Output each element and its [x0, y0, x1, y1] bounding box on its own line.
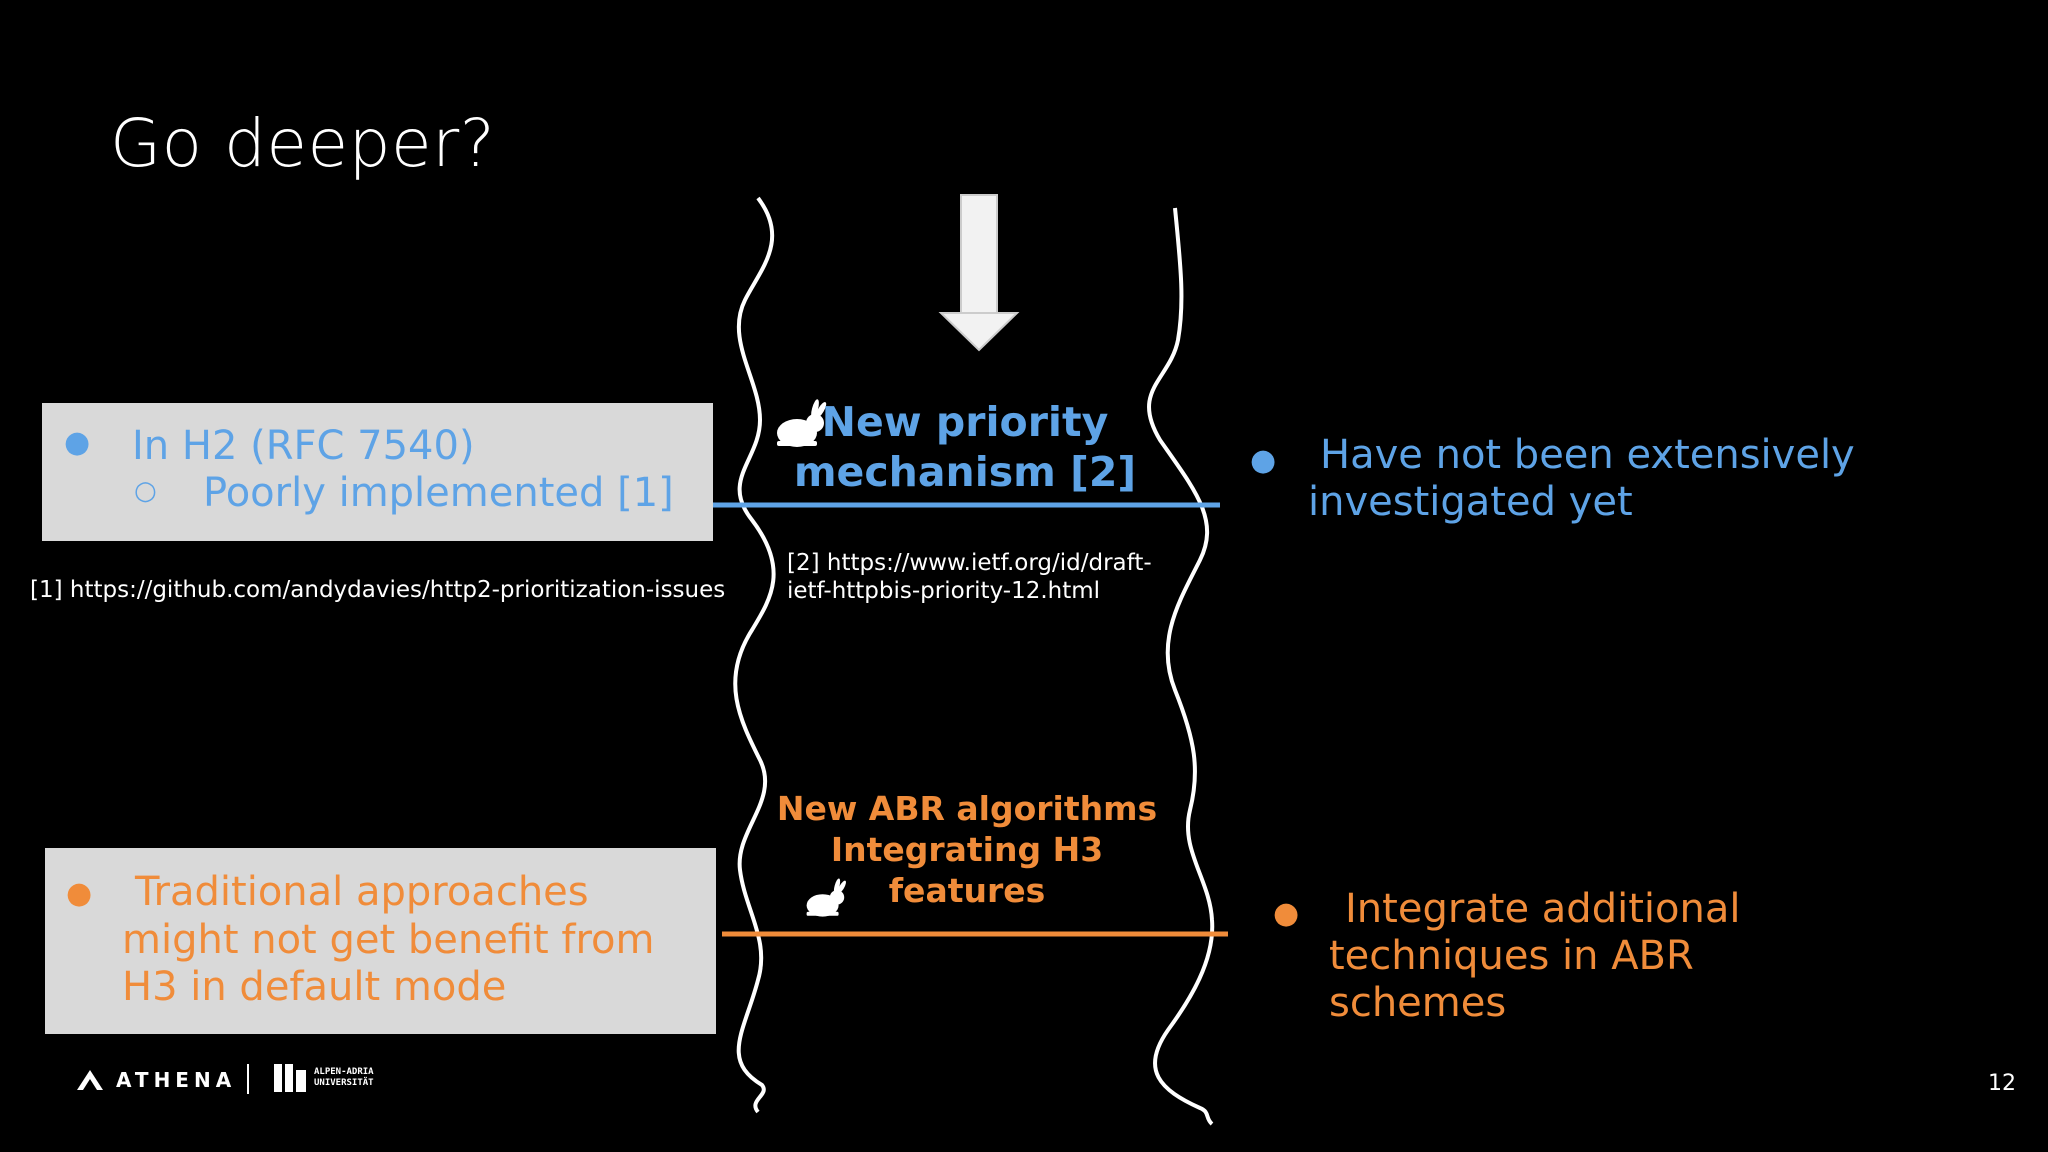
- traditional-line1: Traditional approaches: [135, 869, 589, 915]
- reference-2-line2: ietf-httpbis-priority-12.html: [787, 578, 1101, 604]
- rabbit-icon: [777, 399, 827, 447]
- bullet-dot: ●: [66, 876, 93, 911]
- integrate-line2: techniques in ABR: [1329, 933, 1694, 979]
- university-logo-line2: UNIVERSITÄT: [314, 1078, 374, 1088]
- h2-info-box: [42, 403, 713, 541]
- slide-title: Go deeper?: [110, 105, 496, 182]
- priority-heading-line1: New priority: [821, 398, 1109, 446]
- wavy-line-right: [1147, 207, 1215, 1126]
- integrate-line3: schemes: [1329, 980, 1507, 1026]
- traditional-approaches-box: [45, 848, 716, 1034]
- athena-logo: ATHENA: [76, 1068, 236, 1092]
- abr-heading-line2: Integrating H3: [830, 830, 1104, 869]
- university-logo: ALPEN-ADRIA UNIVERSITÄT: [274, 1062, 374, 1094]
- wavy-line-left: [733, 196, 776, 1114]
- abr-heading-line3: features: [888, 871, 1046, 910]
- reference-2-line1: [2] https://www.ietf.org/id/draft-: [787, 550, 1152, 576]
- athena-logo-icon: [77, 1070, 103, 1090]
- not-investigated-line2: investigated yet: [1308, 479, 1633, 525]
- sub-bullet: ○: [134, 476, 157, 506]
- traditional-line3: H3 in default mode: [122, 964, 507, 1010]
- not-investigated-line1: Have not been extensively: [1320, 432, 1855, 478]
- priority-heading-line2: mechanism [2]: [793, 448, 1137, 496]
- down-arrow-icon: [938, 194, 1020, 352]
- university-logo-line1: ALPEN-ADRIA: [314, 1067, 374, 1077]
- integrate-line1: Integrate additional: [1345, 886, 1741, 932]
- abr-heading-line1: New ABR algorithms: [776, 789, 1158, 828]
- h2-line: In H2 (RFC 7540): [132, 423, 475, 469]
- bullet-dot: ●: [1250, 443, 1277, 478]
- traditional-line2: might not get benefit from: [122, 917, 655, 963]
- bullet-dot: ●: [64, 425, 91, 460]
- poorly-implemented-line: Poorly implemented [1]: [203, 470, 674, 516]
- athena-logo-text: ATHENA: [116, 1068, 237, 1092]
- reference-1: [1] https://github.com/andydavies/http2-…: [30, 577, 726, 603]
- logo-divider: [247, 1064, 249, 1094]
- bullet-dot: ●: [1273, 896, 1300, 931]
- university-logo-icon: [274, 1064, 306, 1092]
- page-number: 12: [1988, 1071, 2016, 1096]
- rabbit-icon: [806, 878, 846, 917]
